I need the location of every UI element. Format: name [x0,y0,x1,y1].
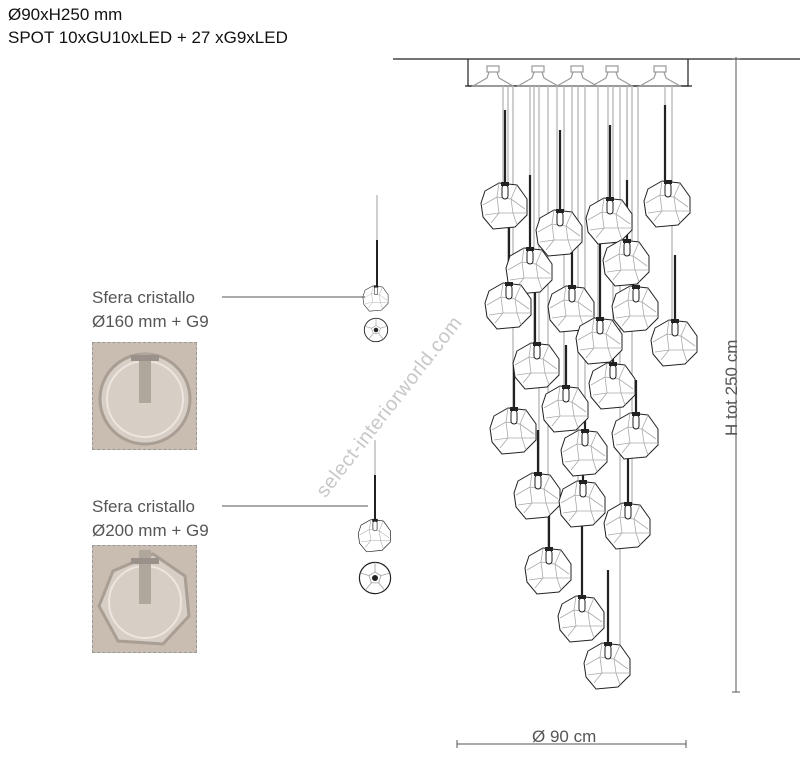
glass-sphere-image [98,352,192,446]
glass-sphere-image [97,550,191,646]
component-1-size: Ø160 mm + G9 [92,312,209,331]
component-1-name: Sfera cristallo [92,288,195,307]
component-2-size: Ø200 mm + G9 [92,521,209,540]
height-dimension-label: H tot 250 cm [722,339,741,436]
component-1-photo [92,342,197,450]
component-2-name: Sfera cristallo [92,497,195,516]
spec-light-source: SPOT 10xGU10xLED + 27 xG9xLED [8,28,288,47]
diameter-dimension-label: Ø 90 cm [532,727,597,746]
component-2-photo [92,545,197,653]
spec-dimensions: Ø90xH250 mm [8,5,123,24]
